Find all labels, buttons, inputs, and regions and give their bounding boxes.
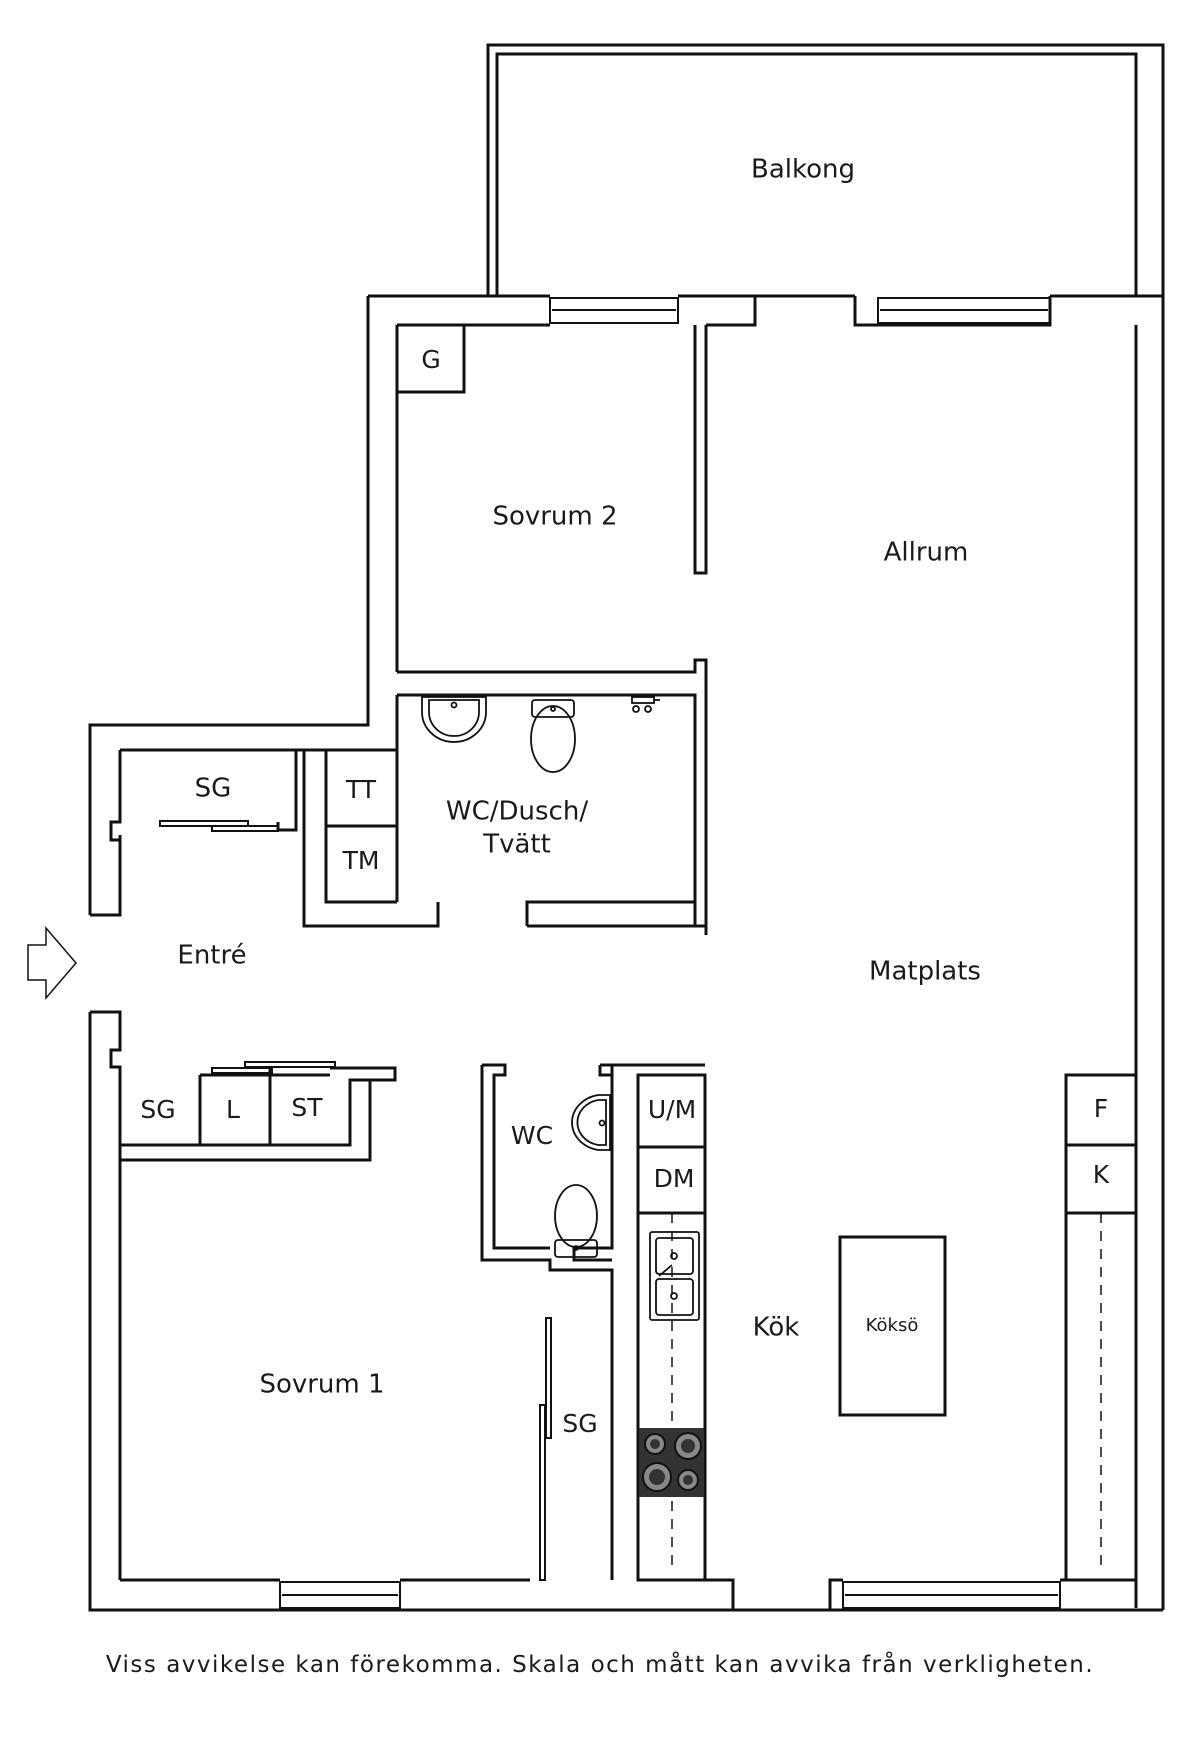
bedroom2-walls [395,325,708,935]
balcony [486,43,1165,1610]
windows [279,297,1061,1609]
sink-icon [649,1231,700,1321]
basin-icon [421,696,487,743]
label-l: L [226,1095,240,1124]
label-kokso: Köksö [866,1315,919,1336]
wc-basin-icon [571,1094,611,1151]
label-matplats: Matplats [869,957,981,987]
label-wc-dusch-line1: WC/Dusch/ [446,797,588,827]
label-allrum: Allrum [884,538,969,568]
label-wc: WC [511,1121,553,1150]
label-wc-dusch-line2: Tvätt [482,830,551,860]
toilet-icon [530,699,576,773]
entrance-arrow-icon [27,925,77,1001]
wc-toilet-icon [554,1184,598,1258]
disclaimer-text: Viss avvikelse kan förekomma. Skala och … [105,1652,1095,1678]
label-tt: TT [345,775,377,804]
hob-icon [639,1428,704,1497]
label-um: U/M [648,1095,696,1124]
label-st: ST [291,1093,323,1122]
outer-walls [88,294,1163,1612]
kitchen-island [838,1235,947,1417]
label-balkong: Balkong [751,155,855,185]
label-dm: DM [654,1164,695,1193]
label-k: K [1093,1160,1110,1189]
label-tm: TM [342,846,380,875]
label-g: G [421,345,440,374]
label-entre: Entré [177,941,246,971]
label-sg-left: SG [140,1095,175,1124]
sliding-doors [159,820,552,1581]
wc-walls [480,1063,705,1580]
label-sg-top: SG [195,774,232,804]
label-sovrum-2: Sovrum 2 [492,502,617,532]
bathroom-walls [90,693,706,1162]
label-sovrum-1: Sovrum 1 [259,1370,384,1400]
shower-icon [631,696,660,713]
label-kok: Kök [753,1313,800,1343]
label-sg-bedroom: SG [562,1409,597,1438]
label-f: F [1094,1094,1108,1123]
